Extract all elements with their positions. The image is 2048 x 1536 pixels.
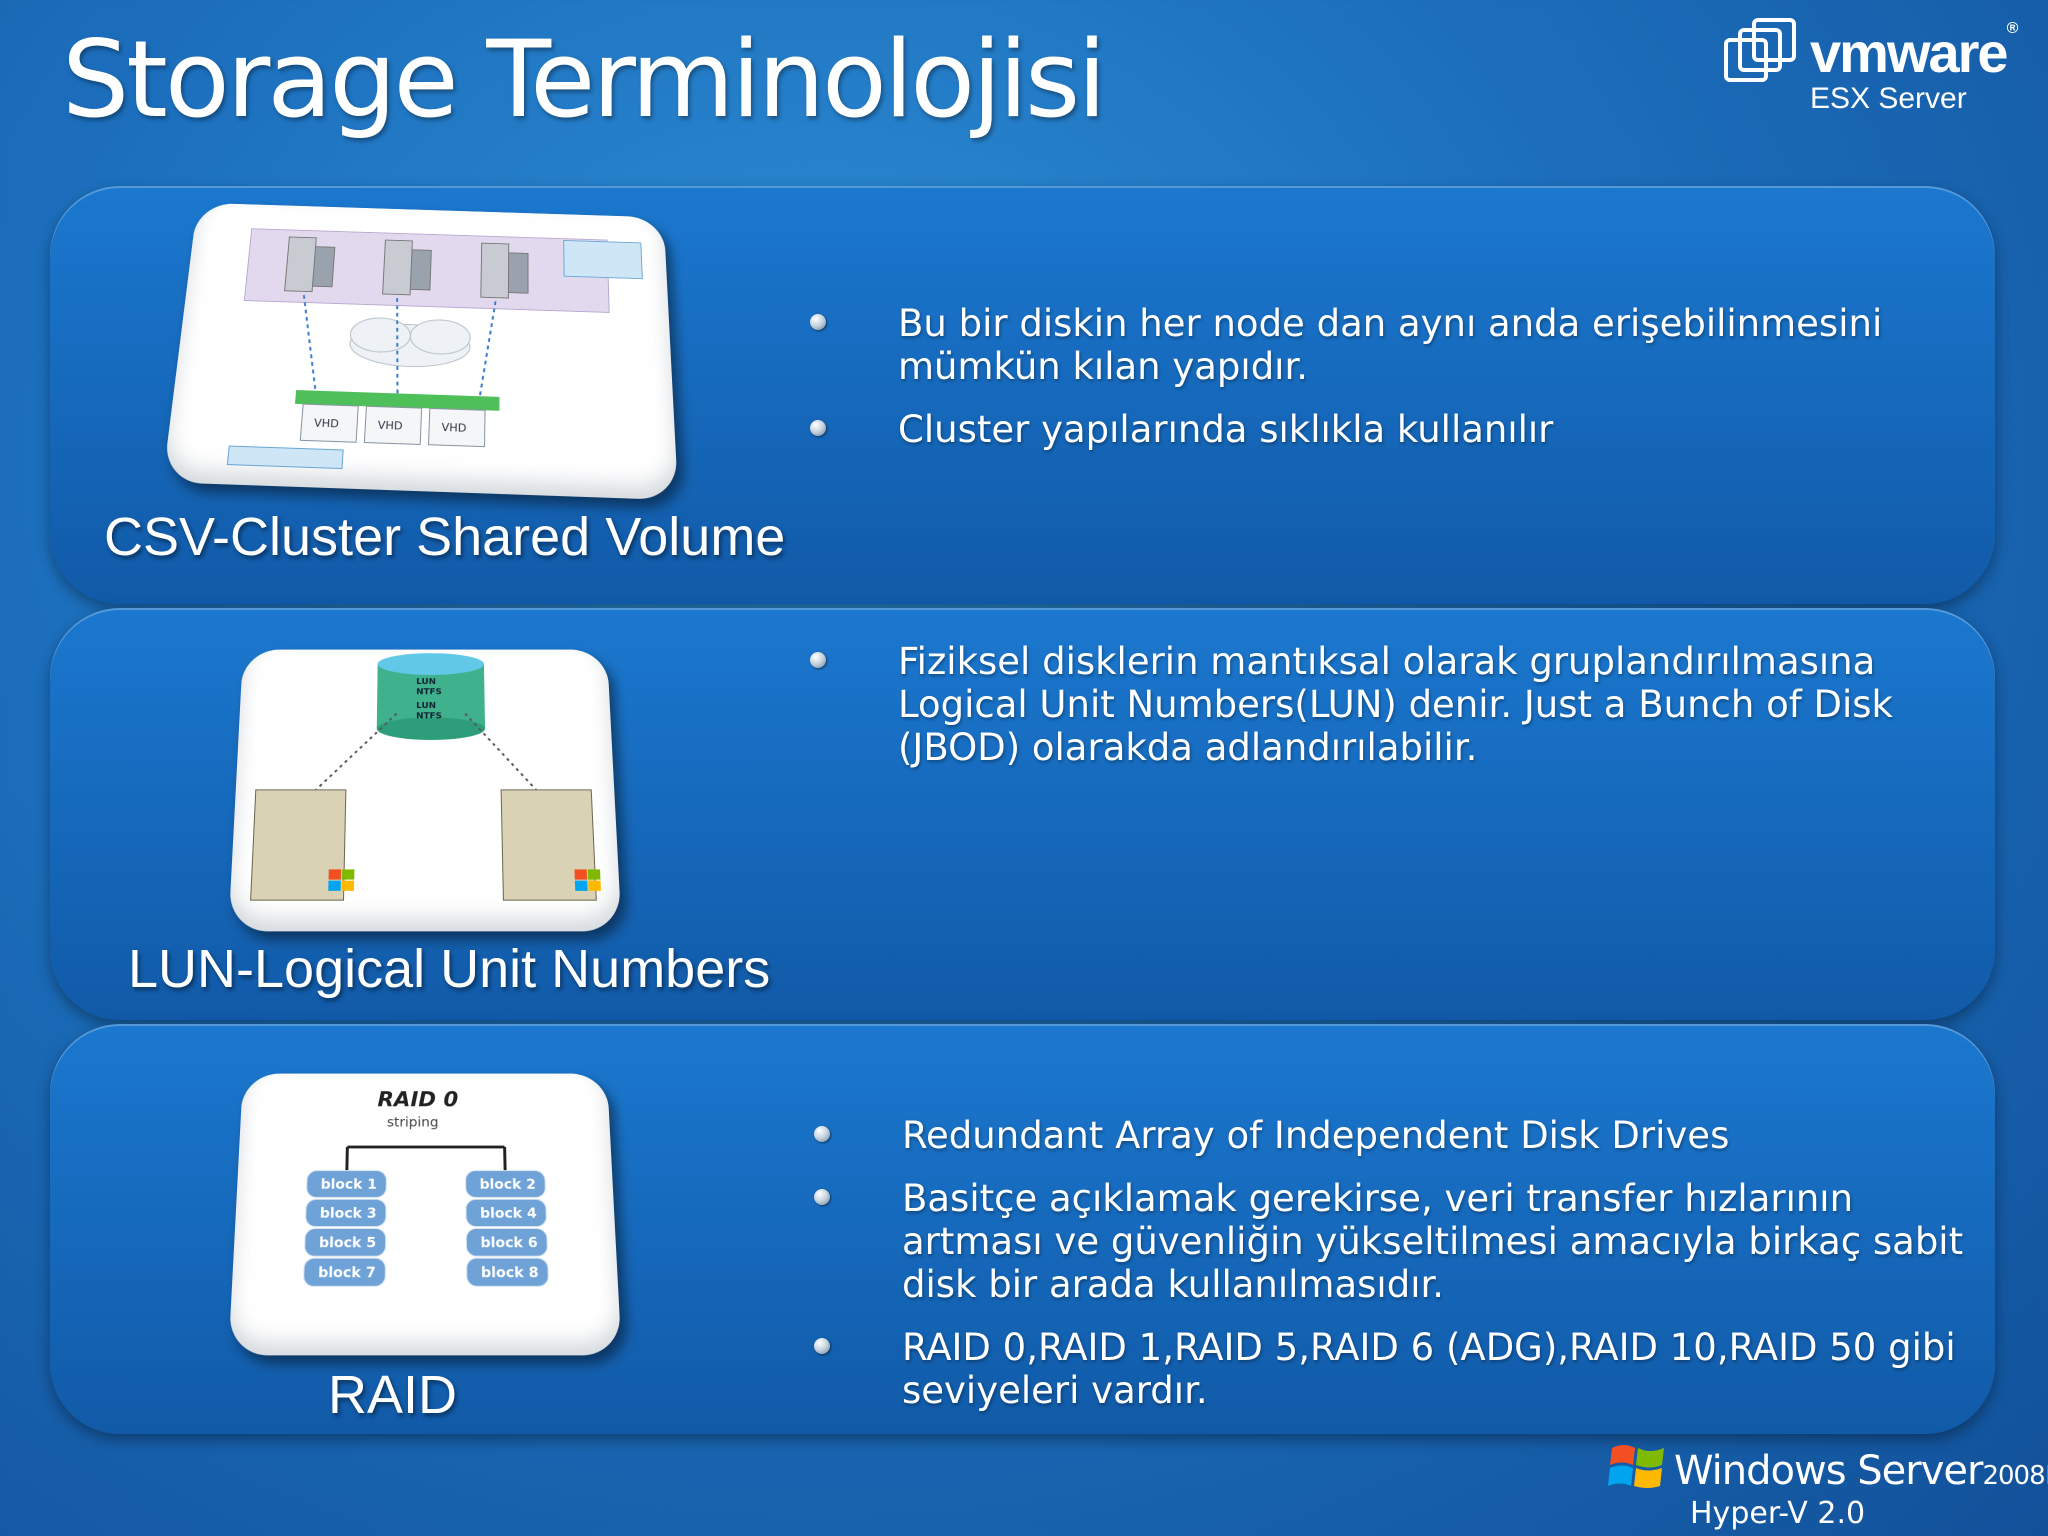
- raid0-diagram-image: RAID 0 striping block 1 block 3 block 5 …: [228, 1074, 621, 1356]
- bullet-item: Basitçe açıklamak gerekirse, veri transf…: [814, 1177, 1964, 1306]
- raid-bullet-list: Redundant Array of Independent Disk Driv…: [814, 1114, 1964, 1432]
- bullet-item: Fiziksel disklerin mantıksal olarak grup…: [810, 640, 1980, 769]
- bullet-icon: [810, 652, 826, 668]
- vmware-product: ESX Server: [1810, 82, 1967, 116]
- svg-text:block 1: block 1: [320, 1177, 377, 1193]
- hyper-v-version: Hyper-V 2.0: [1690, 1496, 1865, 1531]
- windows-flag-icon: [1606, 1438, 1668, 1496]
- server-icon: [251, 790, 597, 900]
- svg-text:RAID 0: RAID 0: [377, 1088, 458, 1112]
- bullet-icon: [810, 314, 826, 330]
- svg-text:block 5: block 5: [319, 1235, 376, 1251]
- bullet-item: Cluster yapılarında sıklıkla kullanılır: [810, 408, 1950, 451]
- bullet-icon: [814, 1338, 830, 1354]
- section-label-lun: LUN-Logical Unit Numbers: [128, 938, 770, 1000]
- svg-text:NTFS: NTFS: [416, 712, 442, 722]
- svg-text:block 2: block 2: [480, 1177, 537, 1193]
- bullet-item: RAID 0,RAID 1,RAID 5,RAID 6 (ADG),RAID 1…: [814, 1326, 1964, 1412]
- csv-bullet-list: Bu bir diskin her node dan aynı anda eri…: [810, 302, 1950, 471]
- vmware-brand: vmware®: [1810, 20, 2016, 85]
- vmware-esx-logo: vmware® ESX Server: [1722, 18, 2022, 128]
- svg-text:block 3: block 3: [320, 1206, 377, 1222]
- bullet-item: Bu bir diskin her node dan aynı anda eri…: [810, 302, 1950, 388]
- svg-text:LUN: LUN: [416, 677, 436, 686]
- vhd-label: VHD: [441, 421, 466, 435]
- svg-text:block 6: block 6: [480, 1235, 537, 1251]
- lun-bullet-list: Fiziksel disklerin mantıksal olarak grup…: [810, 640, 1980, 789]
- vmware-logo-icon: [1722, 18, 1802, 92]
- vhd-label: VHD: [313, 417, 339, 431]
- svg-text:block 7: block 7: [318, 1265, 376, 1282]
- bullet-icon: [814, 1126, 830, 1142]
- svg-text:striping: striping: [387, 1115, 439, 1130]
- svg-text:block 8: block 8: [481, 1265, 539, 1282]
- lun-diagram-image: LUN NTFS LUN NTFS: [228, 650, 621, 932]
- section-label-csv: CSV-Cluster Shared Volume: [104, 506, 785, 568]
- csv-diagram-image: VHD VHD VHD: [162, 203, 678, 501]
- svg-text:block 4: block 4: [480, 1206, 537, 1222]
- bullet-item: Redundant Array of Independent Disk Driv…: [814, 1114, 1964, 1157]
- windows-server-name: Windows Server2008R2: [1674, 1448, 2048, 1494]
- bullet-icon: [814, 1189, 830, 1205]
- svg-text:NTFS: NTFS: [416, 688, 442, 698]
- bullet-icon: [810, 420, 826, 436]
- windows-server-logo: Windows Server2008R2 Hyper-V 2.0: [1604, 1434, 2044, 1534]
- cloud-icon: [349, 317, 471, 368]
- svg-text:LUN: LUN: [416, 701, 436, 711]
- slide-title: Storage Terminolojisi: [62, 18, 1104, 141]
- section-label-raid: RAID: [328, 1364, 457, 1426]
- vhd-label: VHD: [377, 419, 403, 433]
